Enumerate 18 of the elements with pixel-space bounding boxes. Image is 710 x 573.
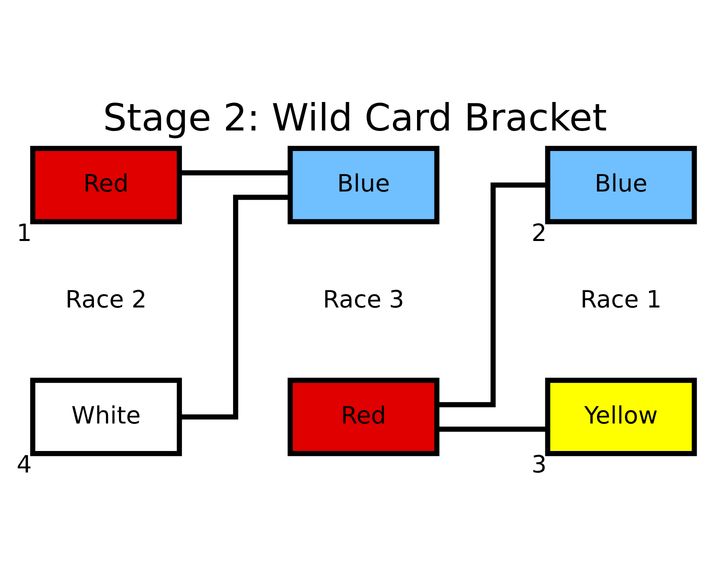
label: Race 1 xyxy=(580,285,662,314)
node-box: Blue xyxy=(288,146,440,224)
node-box: Red xyxy=(288,378,440,456)
diagram-title: Stage 2: Wild Card Bracket xyxy=(102,96,608,140)
node-label: 4 xyxy=(16,450,32,479)
node-box: Yellow xyxy=(545,378,697,456)
node-box: White xyxy=(30,378,182,456)
label: Race 3 xyxy=(322,285,404,314)
node-box: Red xyxy=(30,146,182,224)
node-label: 3 xyxy=(532,450,547,479)
node-label: 1 xyxy=(16,218,32,247)
node-box: Blue xyxy=(545,146,697,224)
connector xyxy=(436,426,548,432)
node-label: 2 xyxy=(532,218,547,247)
connector xyxy=(437,182,548,408)
connector xyxy=(180,194,290,420)
connector xyxy=(180,170,290,176)
label: Race 2 xyxy=(65,285,147,314)
